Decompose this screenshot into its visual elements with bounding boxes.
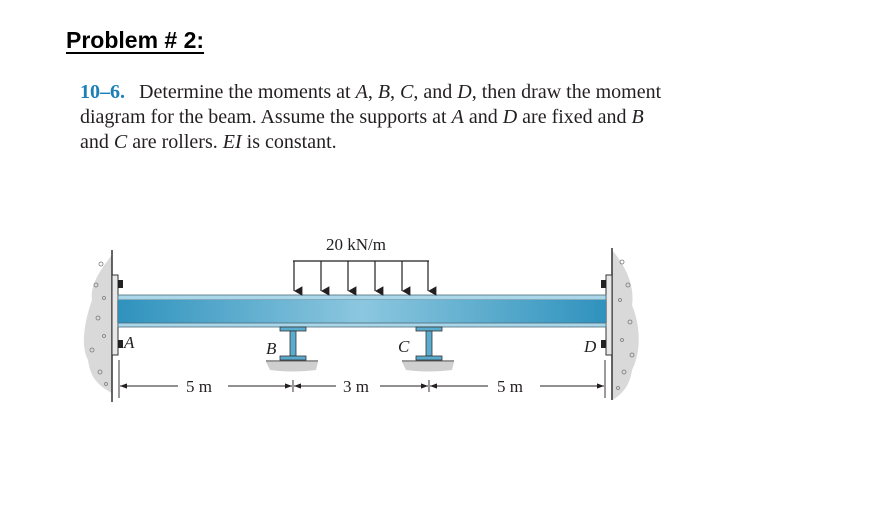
problem-number: 10–6. <box>80 81 125 103</box>
support-c-roller <box>402 326 454 372</box>
problem-statement: 10–6.Determine the moments at A, B, C, a… <box>80 80 670 155</box>
dimension-lines <box>118 360 606 398</box>
label-d: D <box>583 337 597 356</box>
label-c: C <box>398 337 410 356</box>
problem-text: Determine the moments at A, B, C, and D,… <box>80 81 662 153</box>
load-label: 20 kN/m <box>326 235 386 254</box>
dim-bc: 3 m <box>343 377 369 396</box>
label-b: B <box>266 339 277 358</box>
label-a: A <box>123 333 135 352</box>
beam <box>117 294 607 328</box>
left-wall-support <box>83 250 128 402</box>
page-title: Problem # 2: <box>66 27 205 53</box>
dim-ab: 5 m <box>186 377 212 396</box>
right-wall-support <box>596 248 639 400</box>
dim-cd: 5 m <box>497 377 523 396</box>
support-b-roller <box>266 326 318 372</box>
distributed-load: 20 kN/m <box>293 235 437 296</box>
